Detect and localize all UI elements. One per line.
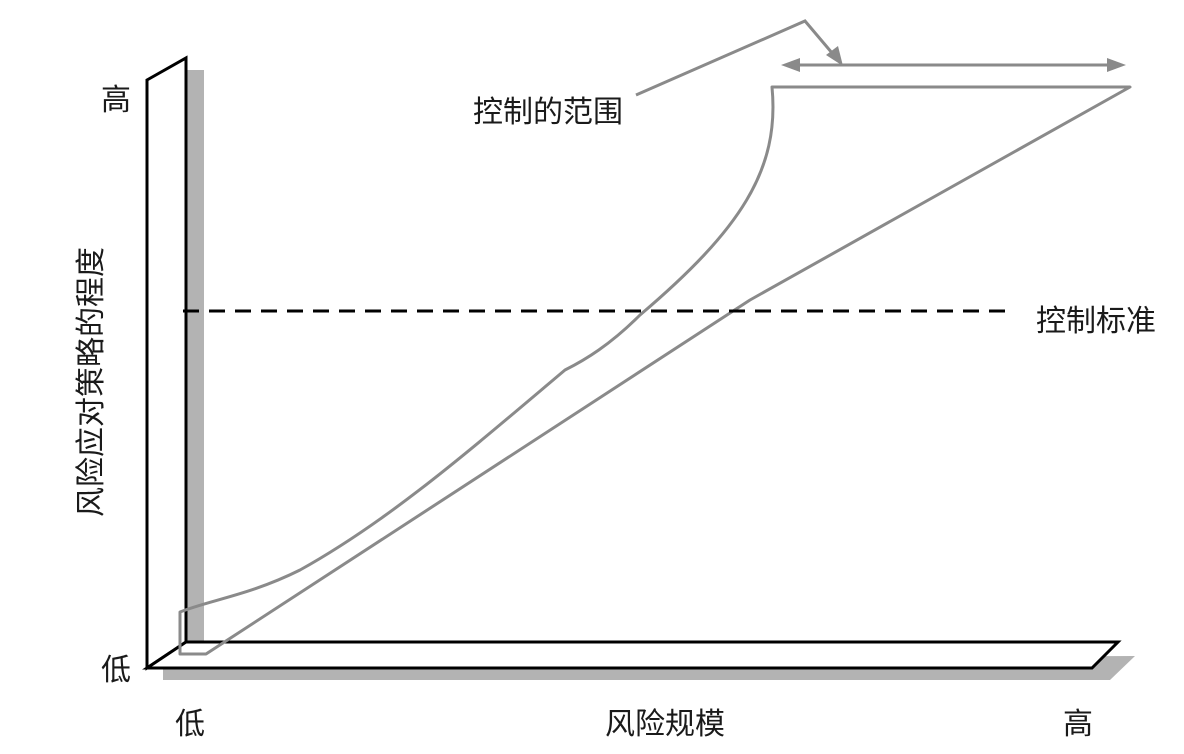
x-axis-bar <box>142 640 1122 670</box>
control-range-label: 控制的范围 <box>473 95 623 130</box>
control-range-region <box>178 85 1132 656</box>
y-axis-low-label: 低 <box>101 653 131 688</box>
range-arrowhead-right <box>1107 58 1126 72</box>
y-axis-title: 风险应对策略的程度 <box>74 247 109 517</box>
range-arrowhead-left <box>781 58 800 72</box>
leader-arrowhead <box>826 46 843 66</box>
x-axis-title: 风险规模 <box>605 707 725 742</box>
control-standard-label: 控制标准 <box>1036 304 1156 339</box>
x-axis-low-label: 低 <box>175 707 205 742</box>
x-axis-high-label: 高 <box>1063 707 1093 742</box>
y-axis-high-label: 高 <box>101 83 131 118</box>
y-axis-bar <box>145 55 188 671</box>
y-axis-shadow <box>186 70 204 670</box>
control-range-leader <box>635 19 840 97</box>
